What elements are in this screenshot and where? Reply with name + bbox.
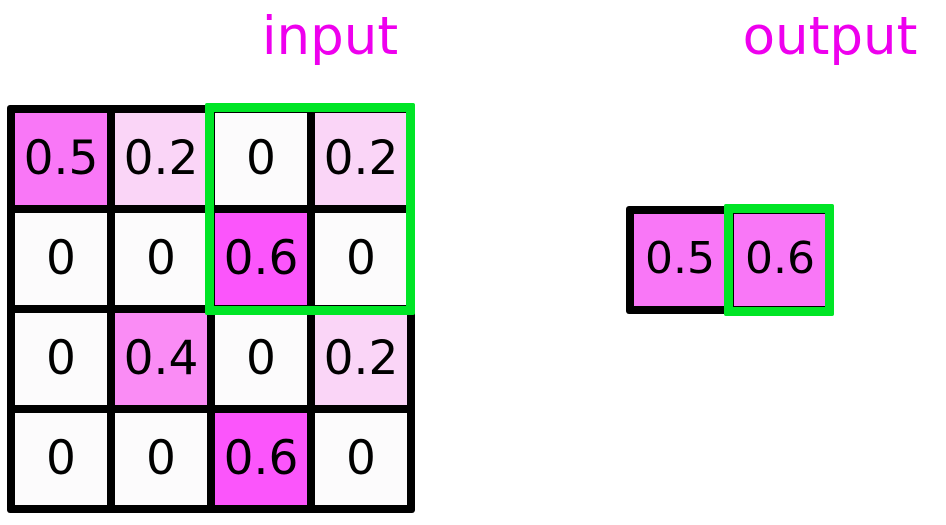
input-cell-r2-c3: 0.2: [315, 313, 407, 405]
input-cell-r0-c3: 0.2: [315, 113, 407, 205]
output-title-label: output: [742, 6, 918, 67]
input-cell-value: 0: [46, 230, 76, 286]
output-cell-value: 0.6: [745, 233, 815, 284]
input-cell-value: 0.6: [223, 230, 299, 286]
input-cell-value: 0: [146, 230, 176, 286]
input-cell-value: 0: [46, 430, 76, 486]
input-cell-value: 0.2: [323, 130, 399, 186]
input-cell-value: 0.4: [123, 330, 199, 386]
input-cell-value: 0.2: [323, 330, 399, 386]
input-title-label: input: [261, 6, 399, 67]
input-cell-value: 0: [246, 130, 276, 186]
input-cell-r0-c2: 0: [215, 113, 307, 205]
input-cell-r1-c0: 0: [15, 213, 107, 305]
input-cell-value: 0: [346, 430, 376, 486]
input-cell-value: 0: [246, 330, 276, 386]
input-cell-r0-c0: 0.5: [15, 113, 107, 205]
input-cell-r1-c1: 0: [115, 213, 207, 305]
input-cell-value: 0: [146, 430, 176, 486]
input-cell-value: 0: [346, 230, 376, 286]
input-matrix-grid: 0.5 0.2 0 0.2 0 0 0.6 0 0 0.4 0 0.2 0 0 0.6 0: [7, 105, 415, 513]
input-cell-r2-c1: 0.4: [115, 313, 207, 405]
input-cell-r2-c0: 0: [15, 313, 107, 405]
input-cell-value: 0: [46, 330, 76, 386]
output-cell-r0-c0: 0.5: [634, 214, 726, 306]
output-cell-value: 0.5: [645, 233, 715, 284]
input-cell-r3-c1: 0: [115, 413, 207, 505]
input-cell-value: 0.6: [223, 430, 299, 486]
input-cell-r2-c2: 0: [215, 313, 307, 405]
input-cell-r3-c0: 0: [15, 413, 107, 505]
input-cell-value: 0.2: [123, 130, 199, 186]
input-cell-r0-c1: 0.2: [115, 113, 207, 205]
input-cell-value: 0.5: [23, 130, 99, 186]
output-cell-r0-c1: 0.6: [734, 214, 826, 306]
output-matrix-grid: 0.5 0.6: [626, 206, 834, 314]
input-cell-r3-c2: 0.6: [215, 413, 307, 505]
input-cell-r1-c3: 0: [315, 213, 407, 305]
input-cell-r1-c2: 0.6: [215, 213, 307, 305]
input-cell-r3-c3: 0: [315, 413, 407, 505]
